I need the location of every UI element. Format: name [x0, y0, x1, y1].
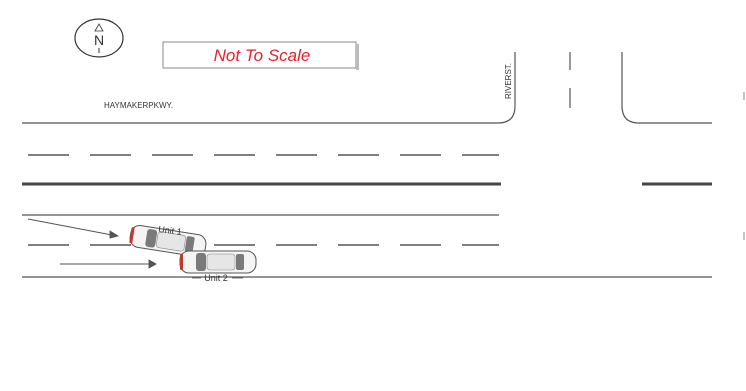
unit-2-label: Unit 2 [204, 273, 228, 283]
unit-1-windshield [145, 229, 158, 248]
unit2-arrowhead [148, 259, 157, 269]
unit-2-rear-window [236, 254, 244, 270]
unit-1-rear-window [184, 236, 195, 253]
north-arrow-head [94, 23, 104, 32]
north-letter: N [94, 32, 104, 48]
unit-2-car-icon [179, 250, 257, 274]
unit-1-headlight [129, 227, 135, 244]
unit1-arrowhead [109, 230, 120, 239]
unit-1-roof [156, 231, 186, 252]
main-street-label: HAYMAKERPKWY. [104, 101, 173, 110]
north-curb-east [621, 52, 712, 124]
unit-2-headlight [180, 254, 183, 270]
north-arrow-icon [74, 18, 124, 58]
road-lines [22, 52, 712, 278]
unit1-path-arrow [27, 218, 113, 236]
scale-note-text: Not To Scale [214, 46, 311, 65]
north-compass: N [74, 18, 124, 58]
north-curb-west [22, 52, 516, 124]
scale-note-box: Not To Scale [162, 41, 359, 70]
cross-street-label: RIVERST. [504, 63, 513, 99]
unit-1-car-icon [129, 224, 207, 258]
scale-note-shadow [356, 44, 359, 70]
unit-2-roof [206, 253, 236, 271]
travel-arrows [27, 218, 157, 269]
unit-2-windshield [196, 253, 206, 271]
scale-note-border [162, 41, 357, 69]
unit-1-label: Unit 1 [158, 224, 183, 237]
